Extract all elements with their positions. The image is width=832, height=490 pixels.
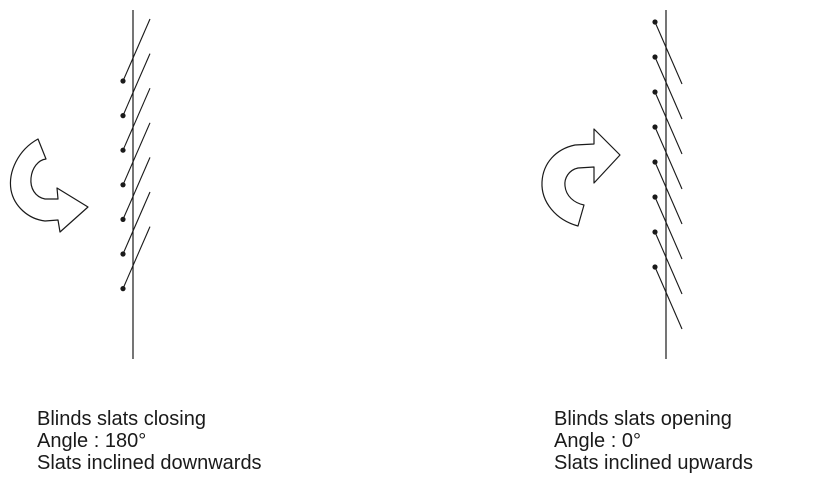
slat-pivot: [120, 251, 126, 257]
opening-diagram: [541, 10, 683, 359]
slat-pivot: [652, 19, 658, 25]
slat-pivot: [120, 286, 126, 292]
caption-closing-direction: Slats inclined downwards: [37, 452, 262, 474]
slats-closing: [120, 18, 151, 292]
slat: [654, 196, 683, 260]
slat: [654, 266, 683, 330]
rotate-clockwise-arrow-icon: [9, 138, 89, 233]
slat-pivot: [652, 159, 658, 165]
slat-pivot: [652, 89, 658, 95]
rotate-counter-clockwise-arrow-icon: [541, 128, 621, 227]
caption-closing-angle: Angle : 180°: [37, 430, 147, 452]
slat: [122, 226, 151, 289]
caption-closing: Blinds slats closing Angle : 180° Slats …: [37, 408, 262, 474]
slat: [122, 87, 151, 151]
slat: [122, 53, 151, 116]
slat: [122, 157, 151, 220]
slat-pivot: [120, 216, 126, 222]
slat-pivot: [120, 113, 126, 119]
slat-pivot: [120, 147, 126, 153]
slat-pivot: [120, 182, 126, 188]
caption-opening-angle: Angle : 0°: [554, 430, 641, 452]
slat: [654, 161, 683, 225]
slat: [654, 21, 683, 85]
caption-opening-direction: Slats inclined upwards: [554, 452, 753, 474]
closing-diagram: [9, 10, 151, 359]
slat-pivot: [652, 54, 658, 60]
slat: [654, 231, 683, 295]
slat-pivot: [120, 78, 126, 84]
slat-pivot: [652, 229, 658, 235]
slat: [122, 18, 151, 82]
slat: [122, 122, 151, 186]
slat: [654, 126, 683, 190]
slat: [654, 56, 683, 120]
slats-opening: [652, 19, 683, 330]
slat: [654, 91, 683, 155]
slat-pivot: [652, 264, 658, 270]
caption-closing-title: Blinds slats closing: [37, 408, 206, 430]
caption-opening-title: Blinds slats opening: [554, 408, 732, 430]
slat-pivot: [652, 194, 658, 200]
caption-opening: Blinds slats opening Angle : 0° Slats in…: [554, 408, 753, 474]
slat-pivot: [652, 124, 658, 130]
slat: [122, 191, 151, 255]
